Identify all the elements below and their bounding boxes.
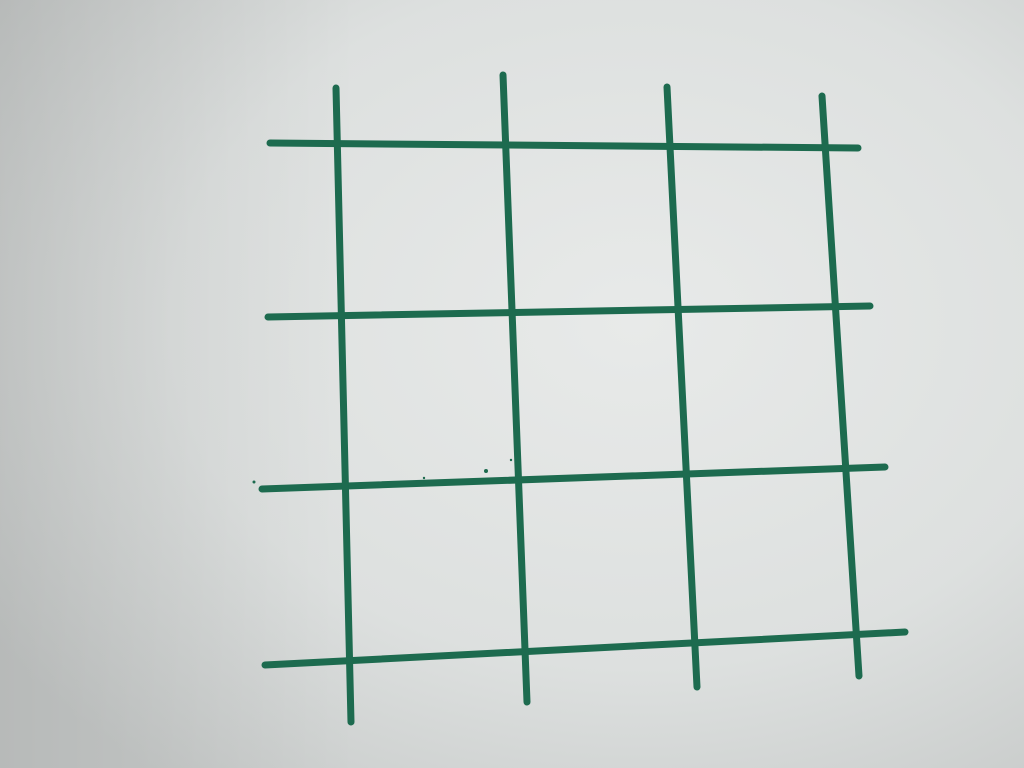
horizontal-line: [261, 628, 909, 669]
ink-speck: [422, 476, 426, 480]
vertical-line: [499, 71, 531, 706]
vertical-line: [818, 92, 863, 680]
ink-speck: [509, 458, 513, 462]
ink-specks: [252, 458, 513, 484]
horizontal-line: [258, 463, 889, 493]
horizontal-line: [264, 302, 874, 321]
vertical-line: [332, 84, 355, 726]
ink-speck: [252, 480, 256, 484]
drawn-grid: [258, 71, 909, 726]
horizontal-line: [266, 139, 862, 152]
vertical-line: [663, 83, 701, 691]
ink-speck: [484, 469, 488, 473]
